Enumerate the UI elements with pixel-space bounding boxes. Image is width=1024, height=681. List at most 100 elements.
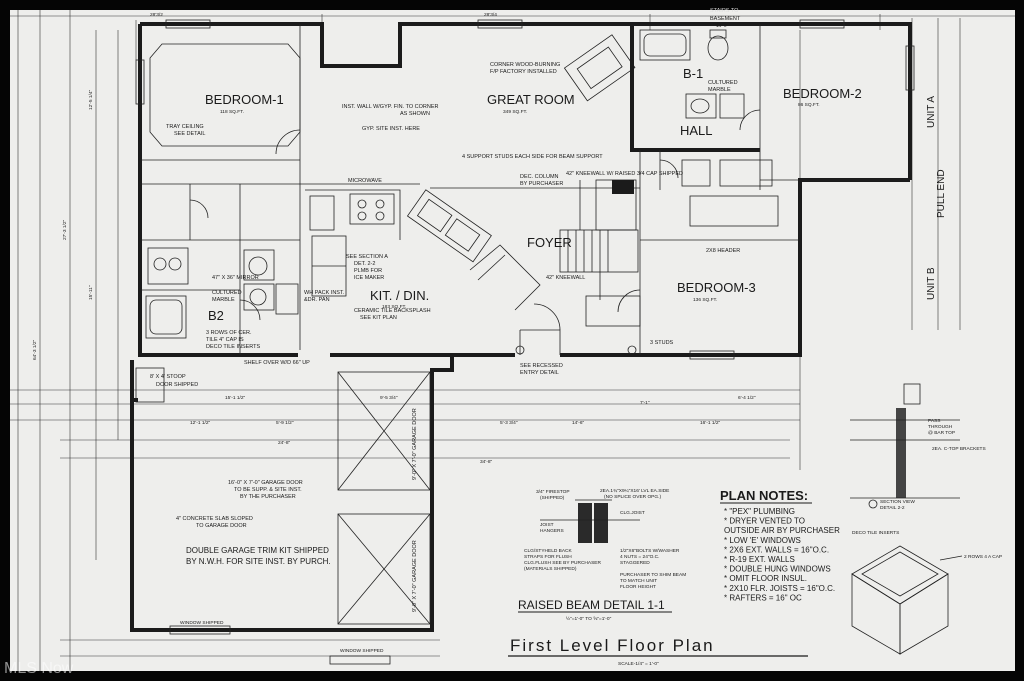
beam-label-bolts: 1/2"X6"BOLTS W/WASHER xyxy=(620,548,680,554)
bedroom1-area: 118 SQ.FT. xyxy=(220,109,244,115)
beam-detail-scale: ½"=1'-0" TO ⅝"=1'-0" xyxy=(566,615,612,622)
plan-note-item: * DRYER VENTED TO xyxy=(724,517,805,526)
bedroom2-label: BEDROOM-2 xyxy=(783,86,862,101)
dim-11: 5'-3 3/4" xyxy=(500,420,518,426)
three-rows-note-1: 3 ROWS OF CER. xyxy=(206,330,252,336)
dim-3: 6'-4 1/2" xyxy=(738,395,756,401)
plmb-ice-note-1: PLMB FOR xyxy=(354,268,382,274)
beam-label-staggered: STAGGERED xyxy=(620,560,650,566)
see-recessed-note-1: SEE RECESSED xyxy=(520,363,563,369)
garage-door1-note-2: TO BE SUPP. & SITE INST. xyxy=(234,487,302,493)
title-block: First Level Floor Plan SCALE-1/4" = 1'-0… xyxy=(508,636,808,667)
plan-note-item: OUTSIDE AIR BY PURCHASER xyxy=(724,526,840,535)
b1-cultured-note-2: MARBLE xyxy=(708,87,731,93)
dim-1: 15'-1 1/2" xyxy=(225,395,246,401)
pass-through-3: @ BAR TOP xyxy=(928,430,955,436)
garage-door1-note-3: BY THE PURCHASER xyxy=(240,494,296,500)
beam-label-straps-1: CLG/STYHELD BACK xyxy=(524,548,573,554)
inst-wall-note-2: AS SHOWN xyxy=(400,111,430,117)
plan-note-item: * LOW 'E' WINDOWS xyxy=(724,536,801,545)
dim-15: 15'-11" xyxy=(88,285,94,300)
plan-notes-block: PLAN NOTES: * "PEX" PLUMBING* DRYER VENT… xyxy=(720,488,840,602)
beam-label-nuts: 4 NUTS = 24"O.C. xyxy=(620,554,659,560)
three-rows-note-3: DECO TILE INSERTS xyxy=(206,344,261,350)
dim-4: 12'-1 1/2" xyxy=(190,420,211,426)
concrete-slab-note-2: TO GARAGE DOOR xyxy=(196,523,247,529)
plan-note-item: * DOUBLE HUNG WINDOWS xyxy=(724,565,831,574)
dim-12: 27'-3 1/2" xyxy=(62,219,68,240)
bath2-label: B2 xyxy=(208,308,224,323)
wh-pan-note-2: &DR. PAN xyxy=(304,297,330,303)
deco-tile-label: DECO TILE INSERTS xyxy=(852,530,899,536)
support-studs-note: 4 SUPPORT STUDS EACH SIDE FOR BEAM SUPPO… xyxy=(462,154,603,160)
foyer-label: FOYER xyxy=(527,235,572,250)
kneewall-cap-note: 42" KNEEWALL W/ RAISED 3/4 CAP SHIPPED xyxy=(566,171,683,177)
stoop-note-2: DOOR SHIPPED xyxy=(156,382,198,388)
kitchen-area: 183 SQ.FT. xyxy=(382,304,406,310)
plan-note-item: * 2X6 EXT. WALLS = 16"O.C. xyxy=(724,545,829,554)
beam-detail-title: RAISED BEAM DETAIL 1-1 xyxy=(518,598,665,612)
beam-label-materials: (MATERIALS SHIPPED) xyxy=(524,566,577,572)
ctop-brackets: 2EA. C-TOP BRACKETS xyxy=(932,446,986,452)
plan-note-item: * RAFTERS = 16" OC xyxy=(724,593,802,602)
dec-column-note-2: BY PURCHASER xyxy=(520,181,563,187)
dim-13: 64'-3 1/2" xyxy=(32,339,38,360)
plan-annotations: TRAY CEILING SEE DETAIL INST. WALL W/GYP… xyxy=(150,8,741,654)
ceramic-tile-note-1: CERAMIC TILE BACKSPLASH xyxy=(354,308,431,314)
beam-label-straps-2: STRAPS FOR FLUSH xyxy=(524,554,572,560)
raised-beam-detail: 3/4" FIRESTOP (SHIPPED) 2EA.1¾"X9¼"X16' … xyxy=(518,488,686,622)
great-room-area: 349 SQ.FT. xyxy=(503,109,527,115)
deco-tile-detail: DECO TILE INSERTS 2 ROWS 4 A CAP xyxy=(851,530,1002,655)
drawing-scale: SCALE-1/4" = 1'-0" xyxy=(618,661,659,667)
plan-note-item: * OMIT FLOOR INSUL. xyxy=(724,574,807,583)
beam-label-joist: JOIST xyxy=(540,522,554,528)
section-view-detail: PASS THROUGH @ BAR TOP 2EA. C-TOP BRACKE… xyxy=(850,383,986,511)
plan-note-item: * "PEX" PLUMBING xyxy=(724,507,795,516)
plan-note-item: * 2X10 FLR. JOISTS = 16"O.C. xyxy=(724,584,835,593)
garage-door-v2: 9'-0" X 7'-0" GARAGE DOOR xyxy=(412,540,418,612)
room-labels: BEDROOM-1 118 SQ.FT. GREAT ROOM 349 SQ.F… xyxy=(205,66,862,323)
tray-ceiling-note-1: TRAY CEILING xyxy=(166,124,204,130)
pass-through-2: THROUGH xyxy=(928,424,953,430)
studs-note: 3 STUDS xyxy=(650,340,674,346)
garage-door1-note-1: 16'-0" X 7'-0" GARAGE DOOR xyxy=(228,480,303,486)
beam-label-firestop: 3/4" FIRESTOP xyxy=(536,489,570,495)
dim-top-mid: 28'3/4 xyxy=(484,12,497,18)
unit-b-label: UNIT B xyxy=(926,267,937,300)
garage-trim-note-2: BY N.W.H. FOR SITE INST. BY PURCH. xyxy=(186,557,331,566)
plan-notes-list: * "PEX" PLUMBING* DRYER VENTED TO OUTSID… xyxy=(724,507,840,602)
dim-8: 14'-6" xyxy=(572,420,585,426)
dim-9: 7'-1" xyxy=(640,400,650,406)
beam-label-shim: PURCHASER TO SHIM BEAM xyxy=(620,572,686,578)
bath1-label: B-1 xyxy=(683,66,703,81)
beam-label-match: TO MATCH UNIT xyxy=(620,578,657,584)
garage-trim-note-1: DOUBLE GARAGE TRIM KIT SHIPPED xyxy=(186,546,329,555)
interior-walls xyxy=(135,24,910,665)
plan-notes-title: PLAN NOTES: xyxy=(720,488,808,503)
wh-pan-note-1: WH PACK INST. xyxy=(304,290,345,296)
three-rows-note-2: TILE 4" CAP IS xyxy=(206,337,244,343)
kitchen-label: KIT. / DIN. xyxy=(370,288,429,303)
stoop-note-1: 8' X 4' STOOP xyxy=(150,374,186,380)
kneewall42-note: 42" KNEEWALL xyxy=(546,275,585,281)
b1-cultured-note-1: CULTURED xyxy=(708,80,738,86)
concrete-slab-note-1: 4" CONCRETE SLAB SLOPED xyxy=(176,516,253,522)
header-note: 2X8 HEADER xyxy=(706,248,740,254)
to-basement-note-2: BASEMENT xyxy=(710,16,741,22)
corner-wood-note-1: CORNER WOOD-BURNING xyxy=(490,62,560,68)
shelf-over-note: SHELF OVER W/D 66" UP xyxy=(244,360,310,366)
garage-door-v1: 9'-0" X 7'-0" GARAGE DOOR xyxy=(412,408,418,480)
mirror-note: 47" X 36" MIRROR xyxy=(212,275,259,281)
window-shipped-1: WINDOW SHIPPED xyxy=(180,620,224,626)
dimension-text: 28'3/2 28'3/4 14'-0" 15'-1 1/2" 9'-5 3/4… xyxy=(32,12,756,465)
gyp-site-note: GYP. SITE INST. HERE xyxy=(362,126,420,132)
section-view-detail-ref: DETAIL 2-2 xyxy=(880,505,905,511)
mls-watermark: MLS Now xyxy=(4,660,74,677)
plan-note-item: * R-19 EXT. WALLS xyxy=(724,555,795,564)
drawing-title: First Level Floor Plan xyxy=(510,636,715,655)
dim-top-right: 14'-0" xyxy=(716,23,729,29)
to-basement-note-1: STAIRS TO xyxy=(710,8,739,14)
dim-7: 34'-8" xyxy=(480,459,493,465)
beam-label-straps-3: CLG.FLUSH SEE BY PURCHASER xyxy=(524,560,601,566)
